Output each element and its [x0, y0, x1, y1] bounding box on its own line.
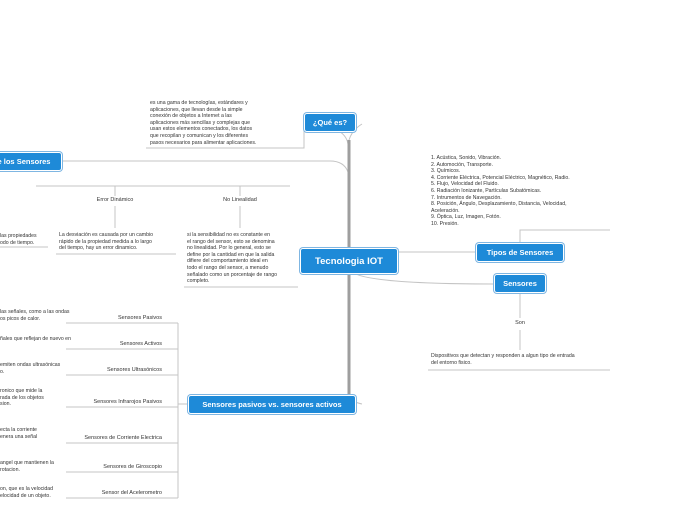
sensor-type-text: ecta la corriente enera una señal: [0, 427, 38, 440]
sensor-type-label[interactable]: Sensores de Corriente Electrica: [84, 435, 162, 441]
label-no-linealidad[interactable]: No Linealidad: [223, 197, 257, 203]
sensor-type-label[interactable]: Sensores Pasivos: [117, 315, 162, 321]
sensor-type-label[interactable]: Sensores Infrarojos Pasivos: [93, 399, 162, 405]
topic-tipos-sensores[interactable]: Tipos de Sensores: [476, 243, 564, 262]
topic-sensor-properties-label: e los Sensores: [0, 157, 51, 166]
no-linealidad-text: si la sensibilidad no es constante en el…: [187, 232, 277, 285]
topic-sensor-properties[interactable]: e los Sensores: [0, 152, 62, 171]
sensor-type-label[interactable]: Sensores Ultrasónicos: [106, 367, 162, 373]
error-dinamico-text: La desviación es causada por un cambio r…: [59, 232, 154, 252]
label-error-dinamico[interactable]: Error Dinámico: [96, 197, 134, 203]
connector-props: [62, 160, 349, 173]
central-topic[interactable]: Tecnologia IOT: [300, 248, 398, 274]
connector-tipos-list: [519, 229, 610, 244]
label-son[interactable]: Son: [515, 320, 525, 326]
topic-pasivos-activos[interactable]: Sensores pasivos vs. sensores activos: [188, 395, 356, 414]
sensores-definition: Dispositivos que detectan y responden a …: [431, 353, 575, 366]
central-topic-label: Tecnologia IOT: [315, 255, 383, 267]
sensor-type-text: emiten ondas ultrasónicas o.: [0, 362, 61, 375]
sensor-type-text: angel que mantienen la rotacion.: [0, 460, 54, 473]
topic-que-es[interactable]: ¿Qué es?: [304, 113, 356, 132]
topic-tipos-sensores-label: Tipos de Sensores: [486, 248, 554, 257]
underline-que-es-text: [146, 130, 305, 149]
sensor-type-label[interactable]: Sensor del Acelerometro: [101, 490, 162, 496]
sensor-type-text: on, que es la velocidad elocidad de un o…: [0, 486, 54, 499]
props-left-text: las propiedades odo de tiempo.: [0, 233, 37, 246]
sensor-type-text: las señales, como a las ondas os picos d…: [0, 309, 70, 322]
sensor-type-text: ñales que reflejan de nuevo en: [0, 336, 71, 342]
topic-que-es-label: ¿Qué es?: [312, 118, 348, 127]
sensor-type-label[interactable]: Sensores Activos: [119, 341, 162, 347]
sensor-type-text: ronico que mide la rada de los objetos s…: [0, 388, 44, 408]
sensor-type-label[interactable]: Sensores de Giroscopio: [103, 464, 162, 470]
topic-pasivos-activos-label: Sensores pasivos vs. sensores activos: [202, 400, 342, 409]
topic-sensores[interactable]: Sensores: [494, 274, 546, 293]
que-es-text: es una gama de tecnologías, estándares y…: [150, 100, 257, 146]
tipos-list: 1. Acústica, Sonido, Vibración. 2. Autom…: [431, 155, 570, 227]
topic-sensores-label: Sensores: [503, 279, 537, 288]
